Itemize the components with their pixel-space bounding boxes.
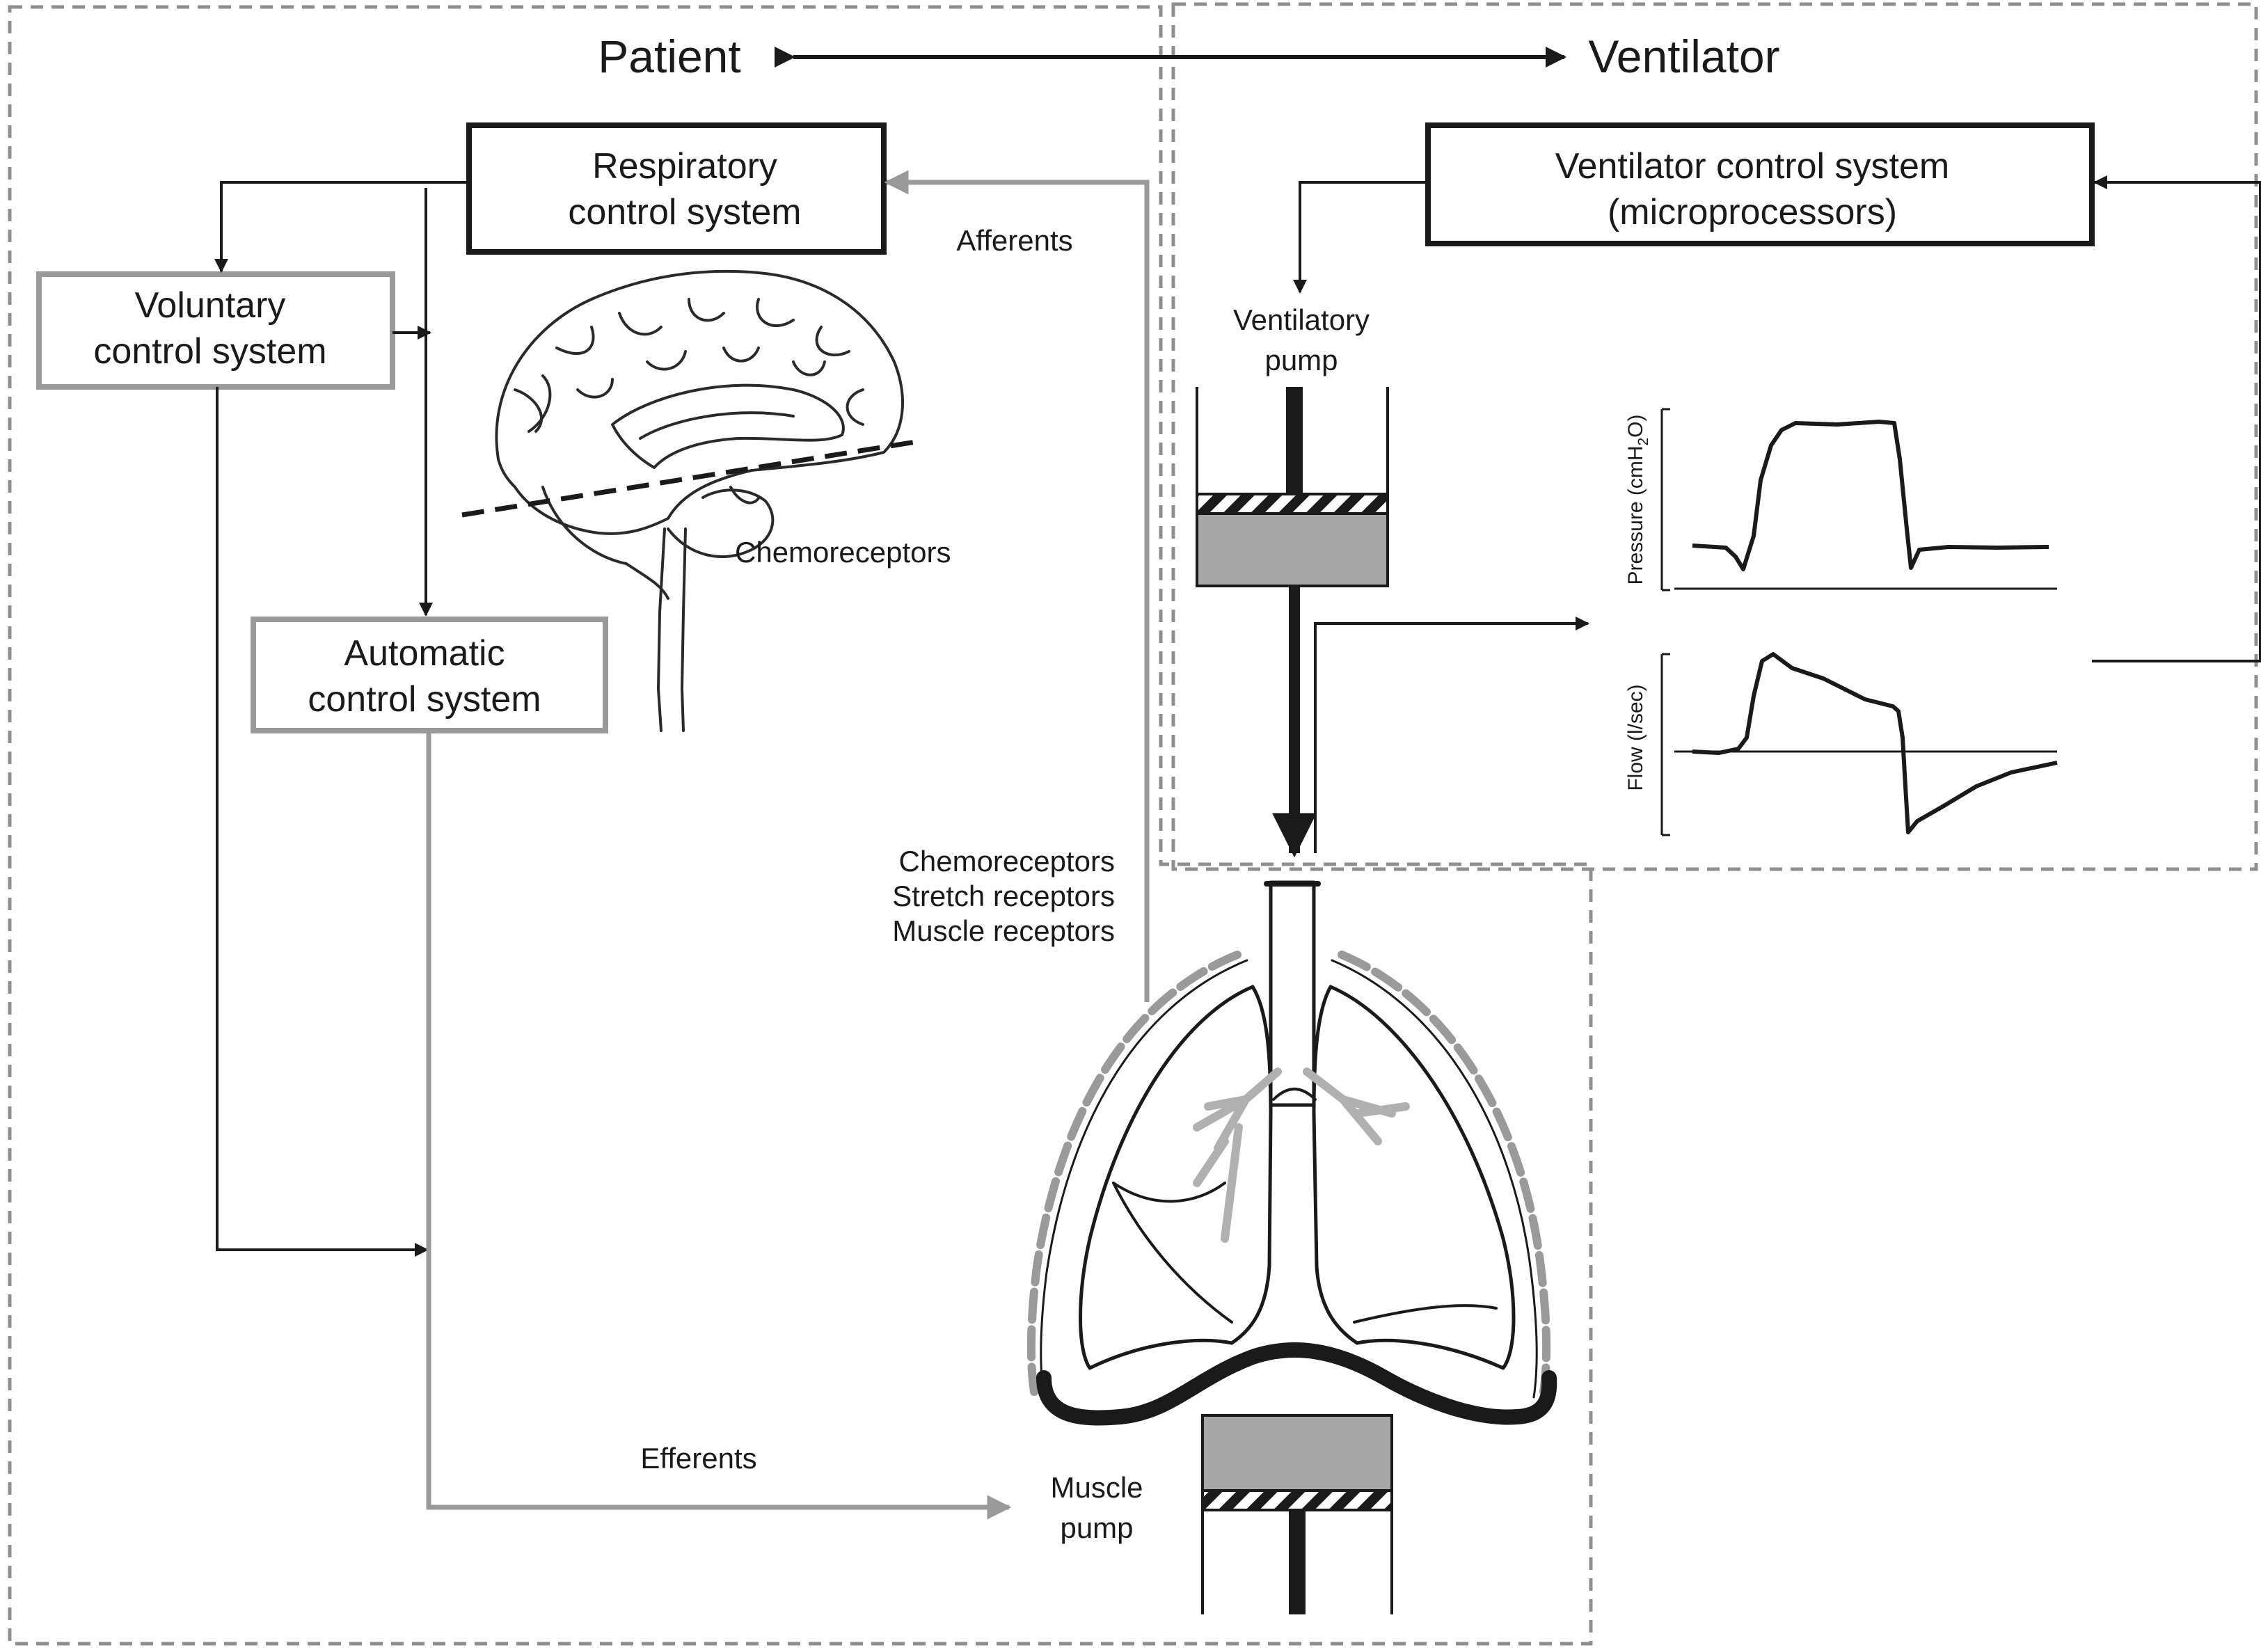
ventilator-control-line2: (microprocessors): [1608, 192, 1897, 232]
automatic-control-line2: control system: [308, 679, 541, 720]
muscle-pump-chamber: [1201, 1414, 1393, 1492]
flow-waveform: Flow (l/sec): [1624, 652, 2058, 836]
voluntary-control-box: Voluntary control system: [36, 271, 395, 390]
ventilatory-pump: [1196, 387, 1389, 587]
ventilator-control-line1: Ventilator control system: [1555, 146, 1949, 186]
respiratory-control-box: Respiratory control system: [466, 122, 887, 255]
muscle-pump-line2: pump: [1060, 1511, 1133, 1544]
ventilatory-pump-line2: pump: [1264, 344, 1338, 376]
afferents-label: Afferents: [956, 224, 1072, 257]
ventilator-region: [1171, 2, 2258, 871]
ventilator-control-box: Ventilator control system (microprocesso…: [1425, 122, 2095, 246]
left-lung: [1079, 985, 1273, 1370]
muscle-pump: [1201, 1414, 1393, 1614]
ventilatory-pump-chamber: [1196, 512, 1389, 587]
efferent-path: [426, 731, 1012, 1520]
right-lung: [1312, 985, 1516, 1370]
right-chest-wall: [1338, 951, 1551, 1396]
patient-header: Patient: [598, 31, 740, 82]
chemoreceptors-brain-label: Chemoreceptors: [735, 536, 951, 569]
automatic-control-box: Automatic control system: [251, 617, 608, 733]
respiratory-control-line1: Respiratory: [592, 146, 777, 186]
airway-to-waveform-arrow: [1314, 617, 1589, 853]
muscle-pump-seal: [1201, 1489, 1393, 1511]
automatic-control-line1: Automatic: [344, 633, 505, 674]
brainstem: [657, 527, 687, 732]
afferent-path: [884, 170, 1150, 1002]
brain-dashed-section-line: [461, 438, 921, 518]
respiratory-to-voluntary-arrow: [214, 181, 469, 273]
receptor-label-chemo: Chemoreceptors: [899, 845, 1115, 877]
control-connectors: [214, 181, 469, 1257]
flow-axis-label: Flow (l/sec): [1624, 684, 1647, 791]
pressure-waveform: Pressure (cmH2O): [1624, 408, 2057, 591]
receptor-label-stretch: Stretch receptors: [892, 880, 1115, 912]
lungs-illustration: [1026, 880, 1557, 1426]
muscle-pump-rod: [1289, 1510, 1306, 1614]
ventilatory-pump-line1: Ventilatory: [1233, 303, 1370, 336]
voluntary-down-to-efferent-arrow: [216, 387, 429, 1257]
ventilatory-pump-rod: [1286, 387, 1303, 494]
patient-region: [8, 5, 1593, 1646]
receptor-label-muscle: Muscle receptors: [892, 914, 1115, 947]
voluntary-control-line1: Voluntary: [135, 285, 286, 326]
waveform-to-controller-arrow: [2092, 175, 2261, 662]
gray-pathways: [426, 170, 1150, 1520]
left-chest-wall: [1026, 951, 1241, 1396]
pressure-axis-label: Pressure (cmH2O): [1624, 414, 1651, 585]
efferents-label: Efferents: [640, 1442, 756, 1475]
brain-illustration: [495, 269, 904, 732]
ventilator-control-to-pump-arrow: [1293, 181, 1428, 294]
ventilatory-pump-seal: [1196, 493, 1389, 515]
ventilator-header: Ventilator: [1588, 31, 1779, 82]
diaphragm: [1036, 1342, 1557, 1426]
voluntary-control-line2: control system: [93, 331, 326, 372]
respiratory-control-line2: control system: [568, 192, 801, 232]
muscle-pump-line1: Muscle: [1050, 1471, 1143, 1504]
